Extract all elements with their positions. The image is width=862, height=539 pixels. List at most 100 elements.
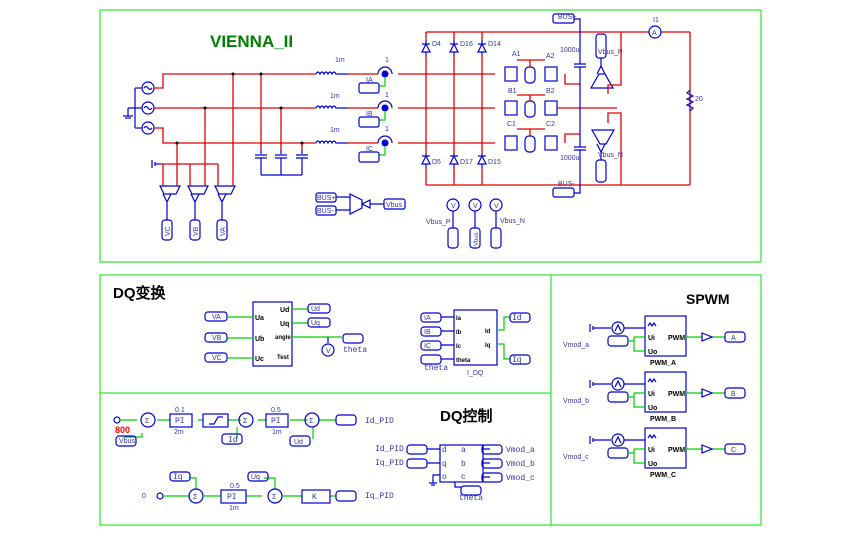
vbus-p-probe-label: Vbus_P [426, 219, 451, 226]
port-a: a [461, 446, 466, 455]
input-ib: IB [424, 329, 431, 336]
voltage-loop[interactable] [113, 412, 357, 447]
sum-icon: Σ [145, 418, 150, 426]
label-ic: IC [366, 146, 373, 153]
port-uo: Uo [648, 405, 657, 412]
input-va: VA [212, 314, 221, 321]
bus-minus-input: BUS- [317, 208, 334, 215]
pwm-output-label: C [731, 447, 736, 454]
dq-control-title: DQ控制 [440, 407, 493, 425]
switch-label: A2 [546, 53, 555, 60]
voltage-sensors[interactable] [159, 180, 236, 241]
carrier-source-icon [611, 433, 625, 447]
port-ud: Ud [280, 307, 289, 314]
port-ub: Ub [255, 336, 264, 343]
svg-text:A: A [652, 30, 657, 37]
diode-label: D4 [432, 41, 441, 48]
uq-input: Uq [251, 474, 260, 481]
input-ia: IA [424, 315, 431, 322]
current-sensors[interactable] [358, 66, 393, 163]
vbus-output-label: Vbus [386, 202, 402, 209]
port-id: Id [485, 329, 491, 335]
pwm-block-name: PWM_C [650, 472, 676, 479]
port-b: b [461, 460, 466, 469]
current-loop-q[interactable] [156, 471, 357, 504]
pwm-input-label: Vmod_b [563, 398, 589, 405]
dc-link-capacitors[interactable] [552, 13, 586, 198]
diode-label: D5 [432, 159, 441, 166]
port-q: q [442, 460, 447, 469]
sensor-gain: 1 [385, 92, 389, 99]
pwm-block-name: PWM_A [650, 360, 676, 367]
output-vmod-b: Vmod_b [506, 460, 535, 469]
bus-plus-label: BUS+ [558, 14, 576, 21]
diode-label: D17 [460, 159, 473, 166]
port-o: o [442, 473, 447, 482]
park-transform-block[interactable] [204, 301, 364, 367]
ground-icon [151, 160, 161, 168]
port-uq: Uq [280, 321, 289, 328]
theta-input-label: theta [424, 364, 448, 373]
voltmeter-icon: V [451, 203, 456, 210]
ammeter-i1[interactable]: A [648, 25, 662, 39]
ammeter-icon [648, 25, 662, 39]
pi3-gain: 0.5 [230, 483, 240, 490]
iqref-value: 0 [142, 493, 146, 500]
inductors[interactable] [315, 71, 348, 145]
ammeter-label: I1 [653, 17, 659, 24]
i-dq-name: I_DQ [467, 370, 484, 377]
load-resistor[interactable] [685, 89, 695, 112]
input-ic: IC [424, 343, 431, 350]
inductor-value: 1m [330, 127, 340, 134]
output-vmod-c: Vmod_c [506, 474, 535, 483]
port-ua: Ua [255, 315, 264, 322]
filter-capacitors[interactable] [255, 150, 308, 176]
port-angle: angle [275, 335, 291, 341]
inv-input-id-pid: Id_PID [375, 445, 404, 454]
ac-sources[interactable] [123, 81, 155, 135]
inductor-value: 1m [335, 57, 345, 64]
control-frame [99, 274, 762, 526]
carrier-source-icon [611, 321, 625, 335]
vbus-n-probe-label: Vbus_N [500, 218, 525, 225]
diode-label: D16 [460, 41, 473, 48]
vbus-probe-label: Vbus [474, 232, 480, 246]
port-uc: Uc [255, 356, 264, 363]
voltmeters[interactable] [446, 198, 503, 249]
port-uo: Uo [648, 349, 657, 356]
dc-voltage-sensors[interactable] [589, 32, 622, 185]
vbus-input: Vbus [119, 438, 135, 445]
label-vc: VC [165, 226, 172, 236]
port-d: d [442, 446, 447, 455]
switch-label: C2 [546, 121, 555, 128]
pi1-gain: 0.1 [175, 407, 185, 414]
vbus-sensor[interactable] [315, 192, 406, 216]
cap-value: 1000u [560, 155, 580, 162]
input-vb: VB [212, 335, 222, 342]
inv-theta-label: theta [459, 494, 483, 503]
pi1-label: PI [175, 417, 185, 426]
port-ib: Ib [456, 330, 462, 336]
vienna-title: VIENNA_II [210, 32, 293, 51]
gain-k: K [312, 493, 317, 502]
iq-input: Iq [173, 473, 183, 482]
i-dq-block[interactable] [420, 309, 531, 366]
switch-label: A1 [512, 51, 521, 58]
port-ic: Ic [456, 344, 462, 350]
voltmeter-icon: V [326, 348, 331, 355]
inverse-park-block[interactable] [406, 444, 503, 496]
bidirectional-switches[interactable] [504, 59, 617, 153]
port-uo: Uo [648, 461, 657, 468]
voltmeter-icon: V [494, 203, 499, 210]
pwm-output-label: A [731, 335, 736, 342]
diode-bridge[interactable] [421, 31, 691, 186]
ud-input: Ud [294, 439, 303, 446]
port-iq: Iq [485, 343, 491, 349]
iq-pid-label: Iq_PID [365, 492, 394, 501]
port-ia: Ia [456, 316, 462, 322]
port-pwm: PWM [668, 391, 685, 398]
